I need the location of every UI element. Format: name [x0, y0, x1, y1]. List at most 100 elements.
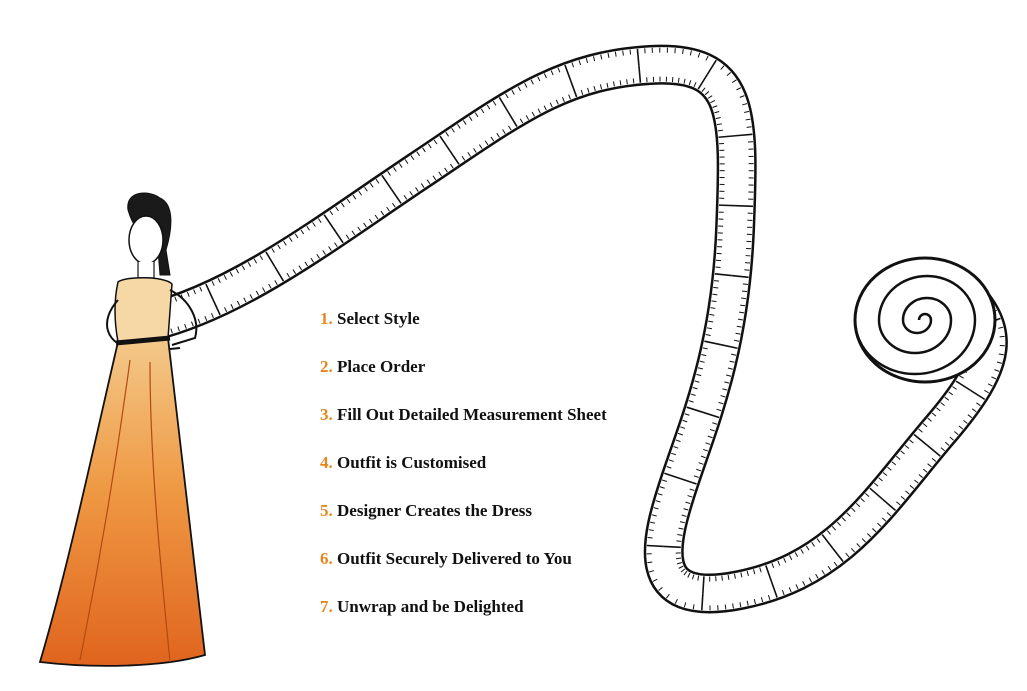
- tape-tick: [317, 218, 322, 223]
- woman-figure-icon: [38, 192, 206, 667]
- tape-tick: [909, 439, 914, 444]
- tape-face: [145, 47, 1006, 611]
- tape-tick: [380, 210, 385, 216]
- tape-tick: [740, 572, 743, 578]
- tape-tick: [457, 124, 461, 129]
- tape-tick: [739, 95, 745, 98]
- tape-tick: [931, 412, 937, 417]
- tape-tick: [351, 230, 356, 236]
- tape-tick: [619, 80, 622, 86]
- step-label: Outfit Securely Delivered to You: [337, 549, 572, 568]
- tape-tick: [410, 155, 415, 160]
- tape-tick: [249, 294, 253, 300]
- tape-tick: [882, 472, 888, 477]
- tape-tick: [415, 187, 419, 192]
- tape-tick: [909, 485, 915, 489]
- tape-tick: [274, 266, 285, 282]
- tape-tick: [427, 143, 432, 149]
- tape-tick: [683, 602, 687, 608]
- tape-tick: [681, 514, 687, 517]
- tape-tick: [678, 565, 684, 569]
- tape-tick: [386, 206, 390, 212]
- tape-tick: [445, 131, 450, 137]
- tape-tick: [664, 472, 681, 480]
- tape-tick: [949, 436, 954, 441]
- step-number: 7.: [320, 597, 333, 616]
- tape-tick: [211, 280, 215, 286]
- tape-tick: [760, 597, 764, 603]
- tape-tick: [480, 108, 485, 114]
- tape-tick: [409, 191, 413, 196]
- tape-tick: [752, 569, 756, 575]
- tape-tick: [505, 93, 509, 99]
- tape-tick: [821, 534, 834, 549]
- tape-tick: [967, 414, 973, 419]
- tape-tick: [918, 474, 924, 479]
- tape-tick: [288, 237, 293, 242]
- tape-tick: [680, 477, 697, 485]
- tape-tick: [549, 102, 553, 108]
- tape-tick: [323, 214, 335, 230]
- tape-tick: [422, 147, 426, 153]
- tape-tick: [235, 268, 240, 274]
- tape-tick: [697, 74, 708, 90]
- tape-tick: [687, 572, 691, 578]
- tape-tick: [665, 593, 670, 599]
- tape-tick: [357, 226, 362, 232]
- tape-tick: [952, 386, 957, 390]
- tape-tick: [765, 565, 773, 582]
- step-number: 3.: [320, 405, 333, 424]
- tape-tick: [994, 369, 1000, 372]
- tape-tick: [927, 463, 932, 468]
- tape-tick: [735, 332, 741, 335]
- tape-tick: [211, 313, 214, 319]
- tape-tick: [438, 171, 442, 177]
- tape-tick: [511, 89, 515, 95]
- tape-tick: [655, 500, 661, 503]
- tape-tick: [390, 188, 402, 204]
- tape-tick: [742, 283, 748, 285]
- tape-tick: [193, 289, 196, 295]
- tape-tick: [677, 77, 680, 83]
- tape-tick: [392, 202, 396, 208]
- measuring-tape-icon: [144, 44, 1008, 614]
- tape-tick: [707, 435, 713, 439]
- step-item: 6. Outfit Securely Delivered to You: [320, 546, 607, 594]
- tape-tick: [922, 423, 928, 428]
- tape-tick: [502, 129, 506, 134]
- tape-tick: [671, 452, 677, 456]
- tape-tick: [268, 283, 272, 289]
- tape-tick: [600, 54, 603, 60]
- tape-tick: [680, 426, 686, 429]
- tape-tick: [525, 115, 530, 120]
- tape-tick: [969, 389, 986, 401]
- tape-tick: [781, 590, 785, 596]
- tape-tick: [691, 574, 695, 580]
- tape-tick: [816, 538, 821, 543]
- tape-tick: [283, 240, 287, 246]
- tape-tick: [705, 334, 711, 336]
- tape-tick: [832, 547, 844, 563]
- tape-tick: [954, 431, 959, 436]
- tape-tick: [896, 501, 901, 506]
- tape-tick: [593, 85, 596, 92]
- tape-tick: [468, 116, 473, 121]
- tape-tick: [507, 111, 518, 127]
- tape-tick: [696, 373, 702, 377]
- tape-tick: [716, 408, 722, 412]
- tape-tick: [186, 291, 190, 297]
- tape-tick: [696, 468, 702, 472]
- step-number: 6.: [320, 549, 333, 568]
- tape-tick: [174, 296, 178, 302]
- tape-tick: [777, 560, 781, 566]
- tape-tick: [312, 222, 316, 227]
- step-number: 5.: [320, 501, 333, 520]
- tape-tick: [658, 586, 663, 591]
- tape-tick: [709, 428, 715, 432]
- tape-tick: [262, 287, 266, 293]
- tape-tick: [286, 272, 290, 278]
- tape-tick: [334, 242, 338, 248]
- step-label: Outfit is Customised: [337, 453, 487, 472]
- tape-tick: [653, 507, 659, 510]
